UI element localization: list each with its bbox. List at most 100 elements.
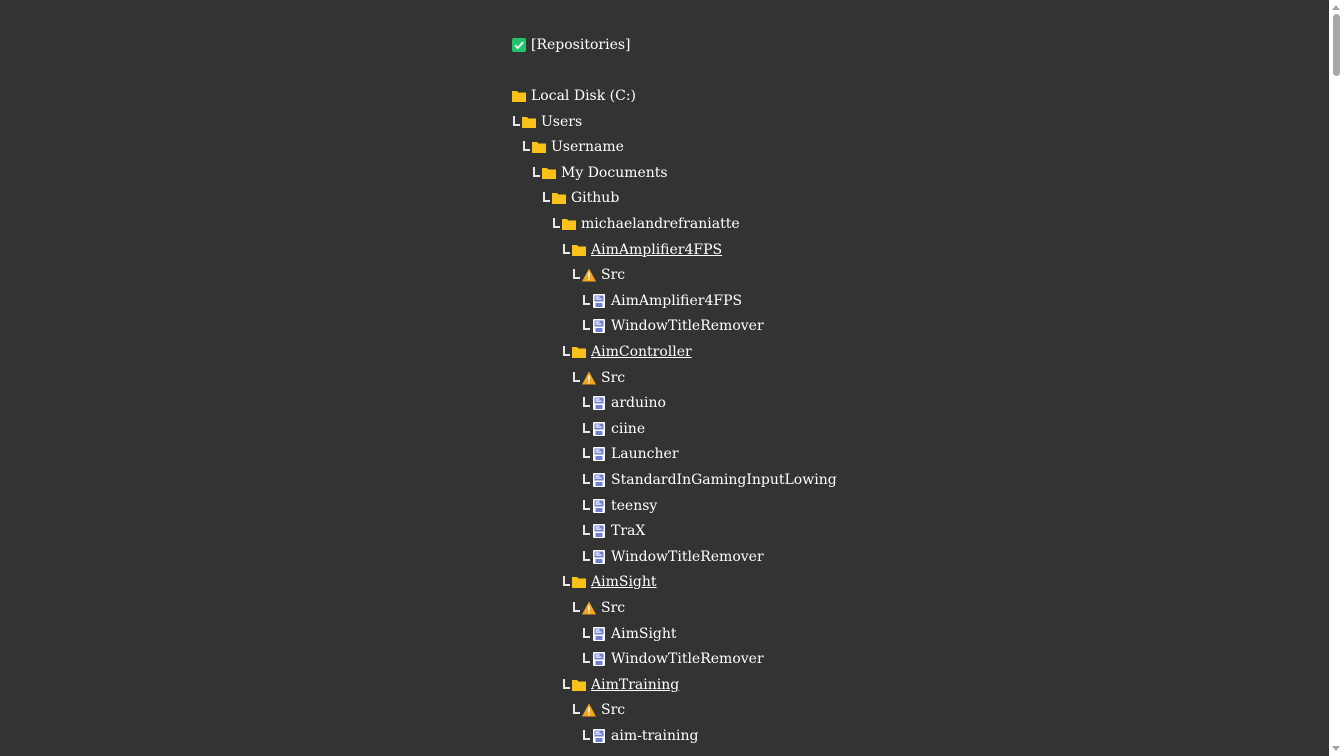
tree-folder-link-row[interactable]: AimAmplifier4FPS: [561, 240, 722, 260]
tree-item-label: WindowTitleRemover: [611, 651, 764, 667]
folder-icon: [571, 242, 587, 258]
scroll-thumb[interactable]: [1333, 14, 1340, 76]
tree-row: TraX: [581, 521, 645, 541]
tree-connector-icon: [581, 549, 591, 565]
folder-icon: [571, 574, 587, 590]
file-icon: [591, 421, 607, 437]
repositories-checkbox[interactable]: [511, 37, 527, 53]
tree-item-label: Users: [541, 114, 583, 130]
tree-row: WindowTitleRemover: [581, 649, 764, 669]
file-icon: [591, 472, 607, 488]
scroll-up-arrow-icon[interactable]: [1332, 5, 1340, 10]
folder-icon: [511, 88, 527, 104]
folder-icon: [541, 165, 557, 181]
tree-folder-link-row[interactable]: AimSight: [561, 572, 657, 592]
tree-row: StandardInGamingInputLowing: [581, 470, 837, 490]
tree-item-label: StandardInGamingInputLowing: [611, 472, 837, 488]
tree-item-label: aim-training: [611, 728, 699, 744]
tree-row: Src: [571, 700, 625, 720]
folder-icon: [521, 114, 537, 130]
tree-connector-icon: [521, 139, 531, 155]
folder-link[interactable]: AimAmplifier4FPS: [591, 242, 723, 258]
file-icon: [591, 498, 607, 514]
tree-item-label: Src: [601, 267, 626, 283]
tree-row: Local Disk (C:): [511, 86, 636, 106]
tree-row: Username: [521, 137, 624, 157]
file-icon: [591, 293, 607, 309]
tree-row: michaelandrefraniatte: [551, 214, 740, 234]
tree-folder-link-row[interactable]: AimTraining: [561, 675, 679, 695]
warning-icon: [581, 370, 597, 386]
tree-row: WindowTitleRemover: [581, 547, 764, 567]
file-icon: [591, 728, 607, 744]
tree-item-label: WindowTitleRemover: [611, 549, 764, 565]
tree-item-label: michaelandrefraniatte: [581, 216, 740, 232]
folder-link[interactable]: AimSight: [591, 574, 657, 590]
tree-connector-icon: [511, 114, 521, 130]
tree-connector-icon: [571, 702, 581, 718]
tree-item-label: My Documents: [561, 165, 668, 181]
tree-item-label: teensy: [611, 498, 658, 514]
tree-connector-icon: [581, 523, 591, 539]
tree-connector-icon: [561, 344, 571, 360]
tree-connector-icon: [561, 574, 571, 590]
tree-row: aim-training: [581, 726, 698, 746]
tree-row: Github: [541, 188, 619, 208]
tree-item-label: AimAmplifier4FPS: [611, 293, 743, 309]
tree-item-label: Local Disk (C:): [531, 88, 637, 104]
tree-row: teensy: [581, 496, 657, 516]
tree-item-label: Username: [551, 139, 624, 155]
tree-row: Src: [571, 265, 625, 285]
scroll-down-arrow-icon[interactable]: [1332, 746, 1340, 751]
repositories-toggle[interactable]: [Repositories]: [511, 35, 631, 55]
tree-connector-icon: [581, 498, 591, 514]
warning-icon: [581, 702, 597, 718]
tree-connector-icon: [581, 626, 591, 642]
tree-connector-icon: [581, 421, 591, 437]
tree-row: WindowTitleRemover: [581, 316, 764, 336]
tree-row: My Documents: [531, 163, 668, 183]
tree-item-label: TraX: [611, 523, 646, 539]
tree-item-label: arduino: [611, 395, 666, 411]
folder-icon: [531, 139, 547, 155]
tree-item-label: Github: [571, 190, 620, 206]
tree-item-label: ciine: [611, 421, 646, 437]
tree-row: AimAmplifier4FPS: [581, 291, 742, 311]
tree-row: Src: [571, 368, 625, 388]
tree-item-label: Src: [601, 370, 626, 386]
tree-connector-icon: [581, 651, 591, 667]
tree-connector-icon: [581, 293, 591, 309]
file-icon: [591, 446, 607, 462]
tree-connector-icon: [571, 267, 581, 283]
tree-row: AimSight: [581, 624, 677, 644]
tree-connector-icon: [561, 242, 571, 258]
tree-item-label: AimSight: [611, 626, 677, 642]
tree-item-label: Src: [601, 600, 626, 616]
tree-item-label: Src: [601, 702, 626, 718]
tree-connector-icon: [541, 190, 551, 206]
warning-icon: [581, 267, 597, 283]
file-icon: [591, 318, 607, 334]
tree-row: Users: [511, 112, 582, 132]
folder-icon: [571, 677, 587, 693]
tree-item-label: Launcher: [611, 446, 679, 462]
tree-connector-icon: [581, 446, 591, 462]
tree-connector-icon: [531, 165, 541, 181]
tree-connector-icon: [551, 216, 561, 232]
tree-folder-link-row[interactable]: AimController: [561, 342, 692, 362]
folder-icon: [551, 190, 567, 206]
folder-link[interactable]: AimTraining: [591, 677, 680, 693]
file-icon: [591, 523, 607, 539]
tree-connector-icon: [581, 395, 591, 411]
folder-link[interactable]: AimController: [591, 344, 692, 360]
folder-icon: [561, 216, 577, 232]
tree-connector-icon: [581, 472, 591, 488]
tree-row: ciine: [581, 419, 645, 439]
vertical-scrollbar[interactable]: [1329, 0, 1344, 756]
tree-connector-icon: [581, 318, 591, 334]
tree-row: arduino: [581, 393, 666, 413]
tree-row: Launcher: [581, 444, 679, 464]
tree-item-label: WindowTitleRemover: [611, 318, 764, 334]
warning-icon: [581, 600, 597, 616]
